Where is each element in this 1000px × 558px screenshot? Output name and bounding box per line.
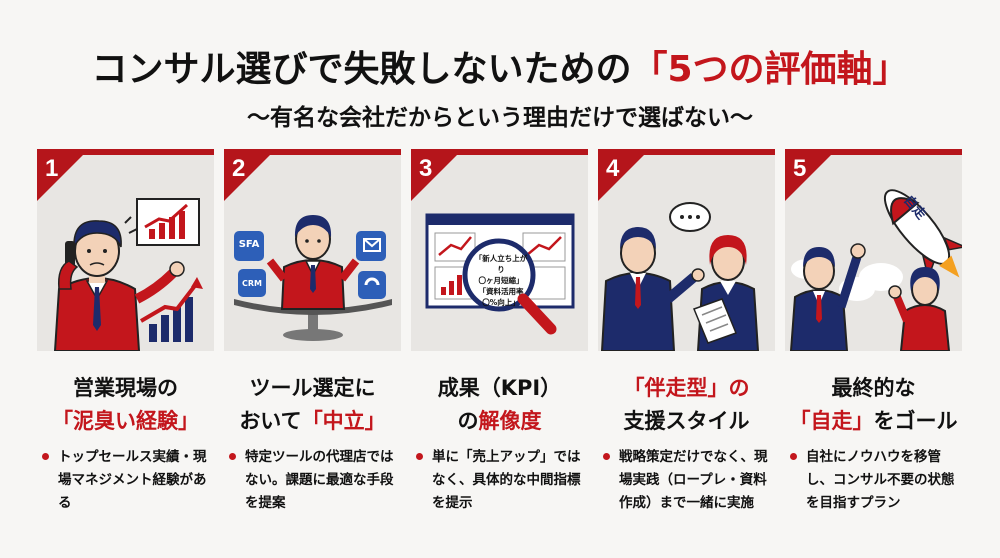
description-text: 戦略策定だけでなく、現場実践（ロープレ・資料作成）まで一緒に実施 xyxy=(619,449,768,511)
card-number: 5 xyxy=(793,155,807,182)
neutral-balance-illustration xyxy=(234,215,392,341)
card-5-heading: 最終的な 「自走」をゴール xyxy=(785,372,962,438)
heading-suffix: をゴール xyxy=(873,409,958,433)
heading-line-2: 「自走」をゴール xyxy=(785,405,962,438)
heading-prefix: の xyxy=(457,409,479,433)
title-highlight: 「5つの評価軸」 xyxy=(631,49,909,90)
description-text: 自社にノウハウを移管し、コンサル不要の状態を目指すプラン xyxy=(806,449,955,511)
card-number: 4 xyxy=(606,155,620,182)
bullet-icon xyxy=(790,453,797,460)
card-2-heading: ツール選定に おいて「中立」 xyxy=(224,372,401,438)
lens-line: 〇%向上」 xyxy=(482,298,520,307)
heading-line-2: 「泥臭い経験」 xyxy=(52,409,199,433)
heading-highlight: 「自走」 xyxy=(789,409,874,433)
description-text: 特定ツールの代理店ではない。課題に最適な手段を提案 xyxy=(245,449,394,511)
number-corner xyxy=(224,149,276,201)
heading-line-1: ツール選定に xyxy=(249,376,376,400)
rocket-independence-illustration xyxy=(789,189,962,351)
heading-prefix: おいて xyxy=(239,409,302,433)
heading-highlight: 「中立」 xyxy=(301,409,386,433)
card-3-description: 単に「売上アップ」ではなく、具体的な中間指標を提示 xyxy=(414,446,584,515)
heading-line-2: おいて「中立」 xyxy=(224,405,401,438)
card-1-heading: 営業現場の 「泥臭い経験」 xyxy=(37,372,214,438)
kpi-lens-text: 「新人立ち上がり 〇ヶ月短縮」 「資料活用率 〇%向上」 xyxy=(473,253,529,308)
card-4-description: 戦略策定だけでなく、現場実践（ロープレ・資料作成）まで一緒に実施 xyxy=(601,446,771,515)
side-by-side-support-illustration xyxy=(600,202,760,351)
kpi-magnifier-illustration xyxy=(425,213,575,335)
card-4-heading: 「伴走型」の 支援スタイル xyxy=(598,372,775,438)
card-2-illustration: SFA CRM 2 xyxy=(224,149,401,351)
card-top-bar xyxy=(785,149,962,155)
heading-highlight: 「伴走型」の xyxy=(623,376,750,400)
salesperson-on-phone-illustration xyxy=(53,198,203,351)
bullet-icon xyxy=(603,453,610,460)
number-corner xyxy=(411,149,463,201)
bullet-icon xyxy=(416,453,423,460)
heading-line-2: 支援スタイル xyxy=(623,409,750,433)
number-corner xyxy=(598,149,650,201)
card-top-bar xyxy=(598,149,775,155)
crm-icon: CRM xyxy=(242,279,262,288)
lens-line: 〇ヶ月短縮」 xyxy=(478,276,524,285)
sfa-icon: SFA xyxy=(238,239,260,250)
card-top-bar xyxy=(411,149,588,155)
lens-line: 「資料活用率 xyxy=(478,287,524,296)
page-title: コンサル選びで失敗しないための「5つの評価軸」 xyxy=(0,40,1000,92)
heading-line-2: の解像度 xyxy=(411,405,588,438)
card-4-illustration: 4 xyxy=(598,149,775,351)
page-subtitle: 〜有名な会社だからという理由だけで選ばない〜 xyxy=(247,105,753,131)
number-corner xyxy=(37,149,89,201)
card-3-heading: 成果（KPI） の解像度 xyxy=(411,372,588,438)
heading-line-1: 営業現場の xyxy=(73,376,178,400)
description-text: トップセールス実績・現場マネジメント経験がある xyxy=(58,449,207,511)
card-3-illustration: 「新人立ち上がり 〇ヶ月短縮」 「資料活用率 〇%向上」 3 xyxy=(411,149,588,351)
description-text: 単に「売上アップ」ではなく、具体的な中間指標を提示 xyxy=(432,449,581,511)
card-2-description: 特定ツールの代理店ではない。課題に最適な手段を提案 xyxy=(227,446,397,515)
card-1-illustration: 1 xyxy=(37,149,214,351)
number-corner xyxy=(785,149,837,201)
lens-line: 「新人立ち上がり xyxy=(474,254,528,274)
heading-highlight: 解像度 xyxy=(478,409,542,433)
card-number: 2 xyxy=(232,155,246,182)
card-number: 1 xyxy=(45,155,59,182)
card-top-bar xyxy=(224,149,401,155)
card-top-bar xyxy=(37,149,214,155)
bullet-icon xyxy=(42,453,49,460)
title-main: コンサル選びで失敗しないための xyxy=(91,49,632,90)
card-number: 3 xyxy=(419,155,433,182)
card-1-description: トップセールス実績・現場マネジメント経験がある xyxy=(40,446,210,515)
heading-line-1: 最終的な xyxy=(831,376,916,400)
heading-line-1: 「伴走型」の xyxy=(598,372,775,405)
card-5-illustration: 自走 5 xyxy=(785,149,962,351)
card-5-description: 自社にノウハウを移管し、コンサル不要の状態を目指すプラン xyxy=(788,446,958,515)
bullet-icon xyxy=(229,453,236,460)
heading-line-1: 成果（KPI） xyxy=(437,376,562,400)
